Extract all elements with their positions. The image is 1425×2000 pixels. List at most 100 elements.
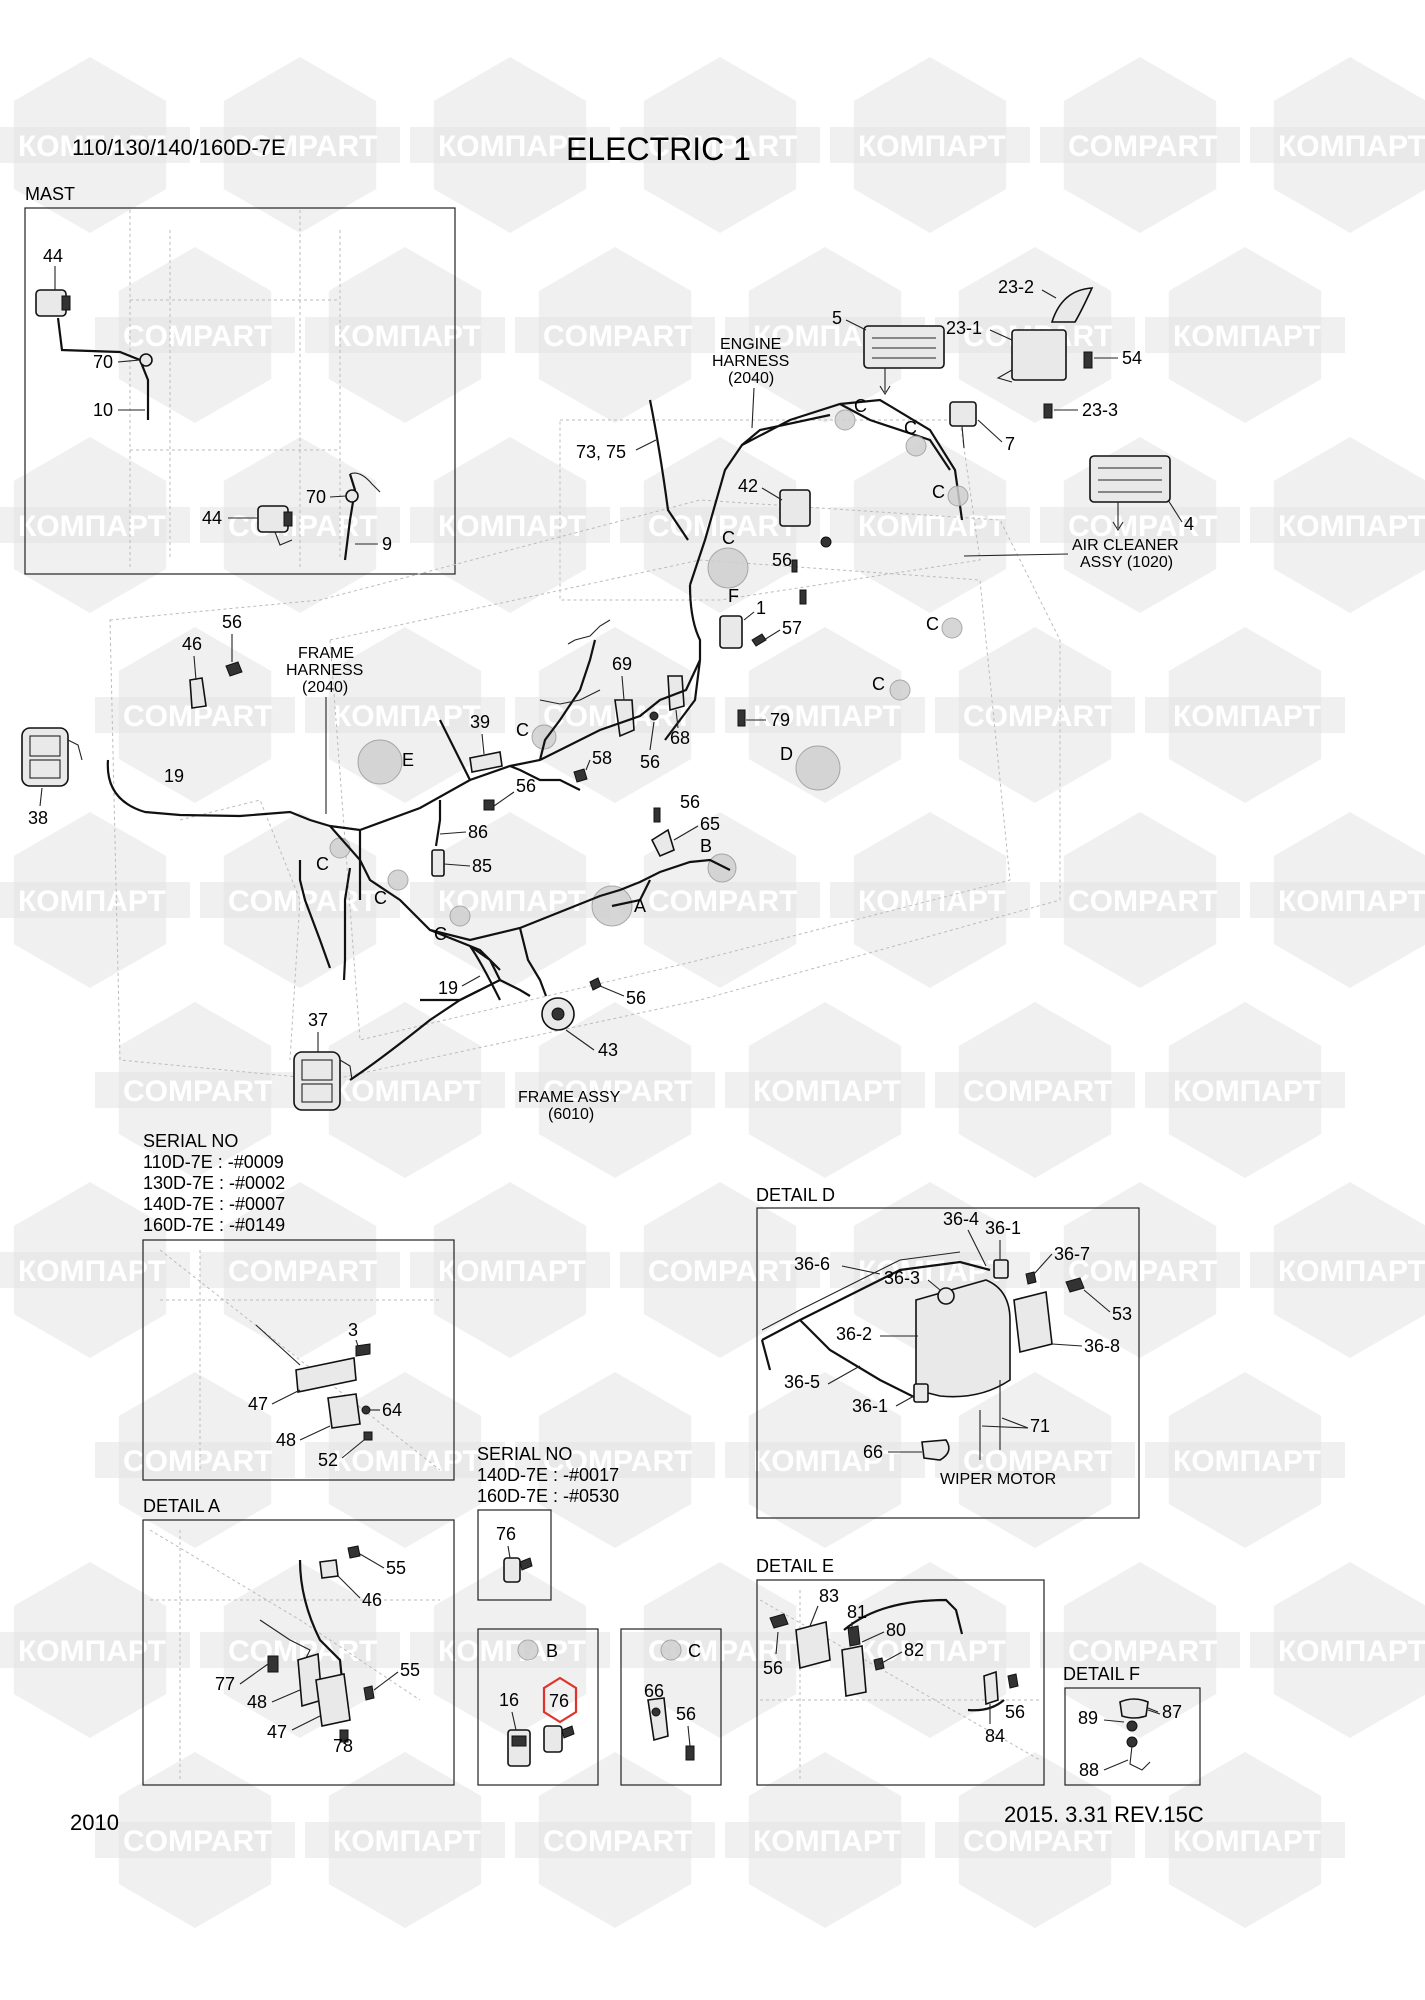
legend-b-bubble <box>517 1639 539 1661</box>
label-16: 16 <box>499 1690 519 1710</box>
watermark-text: КОМПАРТ <box>438 510 586 543</box>
watermark-banner <box>1145 1072 1345 1108</box>
watermark-banner <box>620 1252 820 1288</box>
bubble-label-c-5: C <box>926 614 939 634</box>
label-19-top: 19 <box>164 766 184 786</box>
label-56-horn: 56 <box>626 988 646 1008</box>
watermark-banner <box>305 1822 505 1858</box>
watermark-text: COMPART <box>1068 1255 1217 1288</box>
label-47-b: 47 <box>267 1722 287 1742</box>
legend-c-bubble <box>660 1639 682 1661</box>
label-44-top: 44 <box>43 246 63 266</box>
clamp-66-c <box>647 1697 695 1761</box>
engine-harness-wire <box>688 398 964 660</box>
detail-f-box <box>1064 1687 1201 1786</box>
bubble-label-f: F <box>728 586 739 606</box>
frame-harness-wire <box>106 659 731 997</box>
bubble-label-c-10: C <box>434 924 447 944</box>
bubble-label-c-1: C <box>854 396 867 416</box>
label-46-a: 46 <box>362 1590 382 1610</box>
label-86: 86 <box>468 822 488 842</box>
watermark-banner <box>0 127 190 163</box>
watermark-text: COMPART <box>543 1445 692 1478</box>
watermark-banner <box>95 1072 295 1108</box>
bubble-c-1 <box>834 409 856 431</box>
watermark-banner <box>1145 1442 1345 1478</box>
detail-d-box <box>756 1207 1140 1519</box>
caption-frame-harness-1: FRAME <box>298 645 354 662</box>
label-89: 89 <box>1078 1708 1098 1728</box>
watermark-banner <box>0 1252 190 1288</box>
beacon-23 <box>996 287 1094 419</box>
bubble-label-c-6: C <box>872 674 885 694</box>
watermark-banner <box>305 317 505 353</box>
label-48-a: 48 <box>276 1430 296 1450</box>
caption-wiper-motor: WIPER MOTOR <box>940 1471 1056 1488</box>
watermark-text: COMPART <box>963 1075 1112 1108</box>
watermark-banner <box>410 507 610 543</box>
watermark-banner <box>830 882 1030 918</box>
label-56-left: 56 <box>222 612 242 632</box>
label-56-65: 56 <box>680 792 700 812</box>
watermark-banner <box>410 882 610 918</box>
watermark-banner <box>95 1822 295 1858</box>
watermark-text: COMPART <box>123 1445 272 1478</box>
watermark-text: КОМПАРТ <box>1278 510 1425 543</box>
watermark-banner <box>0 882 190 918</box>
label-82: 82 <box>904 1640 924 1660</box>
label-81: 81 <box>847 1602 867 1622</box>
label-37: 37 <box>308 1010 328 1030</box>
label-1: 1 <box>756 598 766 618</box>
watermark-banner <box>1250 507 1425 543</box>
label-70-top: 70 <box>93 352 113 372</box>
washer-tank-36 <box>913 1259 1085 1403</box>
label-58: 58 <box>592 748 612 768</box>
label-36-1-top: 36-1 <box>985 1218 1021 1238</box>
label-36-5: 36-5 <box>784 1372 820 1392</box>
label-83: 83 <box>819 1586 839 1606</box>
serial-left-line-1: 110D-7E : -#0009 <box>143 1152 284 1172</box>
label-19-bottom: 19 <box>438 978 458 998</box>
label-64: 64 <box>382 1400 402 1420</box>
label-78: 78 <box>333 1736 353 1756</box>
watermark-banner <box>725 1822 925 1858</box>
bubble-label-c-4: C <box>722 528 735 548</box>
mast-wire-9 <box>343 473 357 561</box>
watermark-banner <box>305 1442 505 1478</box>
label-56-c: 56 <box>676 1704 696 1724</box>
legend-box-c <box>620 1628 722 1786</box>
label-80: 80 <box>886 1620 906 1640</box>
watermark-text: COMPART <box>1068 885 1217 918</box>
watermark-text: КОМПАРТ <box>18 885 166 918</box>
section-detail-a-label: DETAIL A <box>143 1496 220 1516</box>
watermark-banner <box>305 697 505 733</box>
watermark-banner <box>1145 1822 1345 1858</box>
label-79: 79 <box>770 710 790 730</box>
watermark-banner <box>200 127 400 163</box>
watermark-banner <box>200 882 400 918</box>
bubble-c-9 <box>387 869 409 891</box>
switch-76-serial <box>503 1557 533 1583</box>
watermark-text: COMPART <box>1068 130 1217 163</box>
bubble-c-5 <box>941 617 963 639</box>
label-56-e-right: 56 <box>1005 1702 1025 1722</box>
watermark-text: КОМПАРТ <box>1173 1445 1321 1478</box>
watermark-text: КОМПАРТ <box>333 1825 481 1858</box>
serial-left-line-3: 140D-7E : -#0007 <box>143 1194 285 1214</box>
watermark-text: COMPART <box>963 700 1112 733</box>
page-code: 2010 <box>70 1810 119 1835</box>
label-36-8: 36-8 <box>1084 1336 1120 1356</box>
label-68: 68 <box>670 728 690 748</box>
legend-c-label: C <box>688 1641 701 1661</box>
bubble-label-b: B <box>700 836 712 856</box>
section-detail-d-label: DETAIL D <box>756 1185 835 1205</box>
watermark-banner <box>620 882 820 918</box>
label-69: 69 <box>612 654 632 674</box>
label-23-2: 23-2 <box>998 277 1034 297</box>
watermark-text: КОМПАРТ <box>333 700 481 733</box>
label-55-a-bottom: 55 <box>400 1660 420 1680</box>
legend-b-label: B <box>546 1641 558 1661</box>
sensor-85 <box>431 849 445 877</box>
label-47-a: 47 <box>248 1394 268 1414</box>
caption-frame-harness-2: HARNESS <box>286 662 363 679</box>
